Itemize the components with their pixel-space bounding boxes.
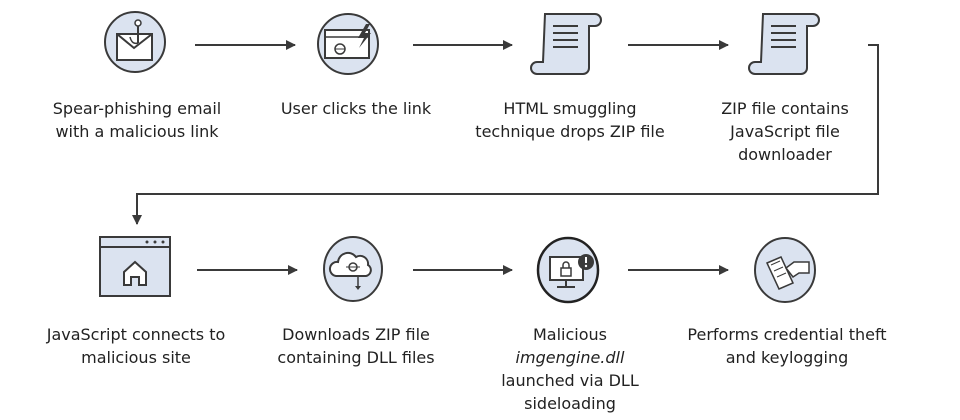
browser-click-icon [317, 13, 379, 75]
arrow-4-5 [132, 44, 879, 225]
step-label-3: HTML smuggling technique drops ZIP file [475, 99, 665, 141]
cloud-malware-download-icon [323, 236, 383, 302]
step-label-1: Spear-phishing email with a malicious li… [52, 99, 222, 141]
scroll-document-icon [530, 13, 602, 75]
step-label-7-pre: Malicious [532, 325, 607, 344]
browser-home-icon [99, 236, 171, 297]
step-label-5: JavaScript connects to malicious site [46, 325, 226, 367]
step-label-2: User clicks the link [280, 99, 432, 118]
step-label-8: Performs credential theft and keylogging [687, 325, 887, 367]
credential-theft-icon [754, 237, 816, 303]
phishing-email-icon [104, 11, 166, 73]
step-label-7-post: launched via DLL sideloading [501, 371, 639, 413]
step-label-7: Malicious imgengine.dll launched via DLL… [470, 323, 670, 415]
step-label-7-dll: imgengine.dll [515, 348, 625, 367]
step-label-4: ZIP file contains JavaScript file downlo… [721, 99, 849, 164]
scroll-document-icon [748, 13, 820, 75]
step-label-6: Downloads ZIP file containing DLL files [277, 325, 435, 367]
locked-monitor-alert-icon [536, 236, 600, 304]
